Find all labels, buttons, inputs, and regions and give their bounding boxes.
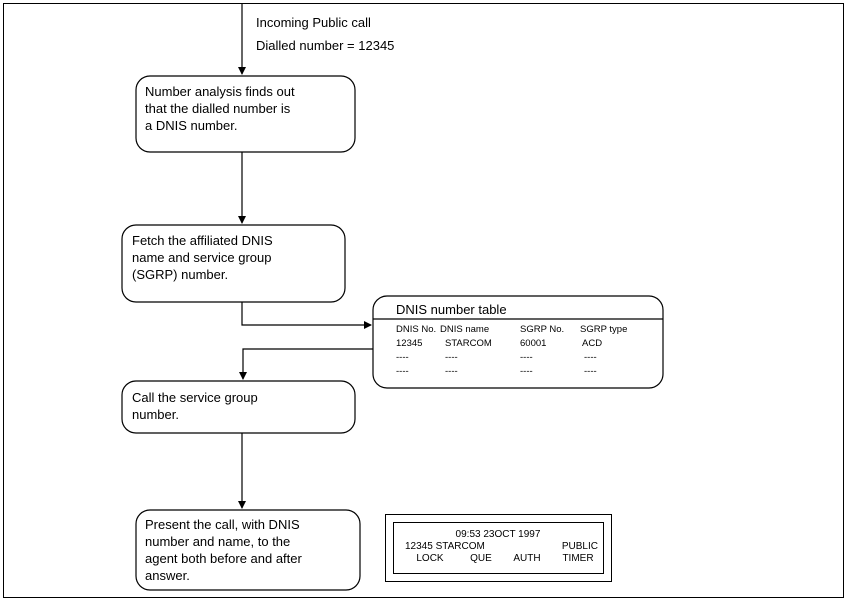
- svg-text:----: ----: [445, 352, 458, 363]
- svg-text:ACD: ACD: [582, 338, 602, 349]
- display-datetime: 09:53 23OCT 1997: [456, 529, 541, 540]
- softkey-auth: AUTH: [513, 553, 540, 564]
- svg-text:----: ----: [396, 366, 409, 377]
- svg-text:number.: number.: [132, 407, 179, 422]
- svg-text:Fetch the affiliated DNIS: Fetch the affiliated DNIS: [132, 233, 273, 248]
- svg-text:agent both before and after: agent both before and after: [145, 551, 303, 566]
- display-call-type: PUBLIC: [562, 541, 598, 552]
- incoming-line2: Dialled number = 12345: [256, 38, 394, 53]
- svg-text:DNIS No.: DNIS No.: [396, 324, 436, 335]
- softkey-lock: LOCK: [416, 553, 444, 564]
- table-row: ---- ---- ---- ----: [396, 366, 597, 377]
- svg-text:number and name, to the: number and name, to the: [145, 534, 290, 549]
- svg-text:SGRP type: SGRP type: [580, 324, 627, 335]
- svg-text:Number analysis finds out: Number analysis finds out: [145, 84, 295, 99]
- svg-text:that the dialled number is: that the dialled number is: [145, 101, 291, 116]
- table-row: 12345 STARCOM 60001 ACD: [396, 338, 602, 349]
- table-title: DNIS number table: [396, 302, 507, 317]
- softkey-timer: TIMER: [562, 553, 593, 564]
- svg-text:----: ----: [445, 366, 458, 377]
- arrow-to-table: [241, 302, 372, 329]
- svg-text:DNIS name: DNIS name: [440, 324, 489, 335]
- step-number-analysis: Number analysis finds out that the diall…: [135, 75, 356, 153]
- svg-text:12345: 12345: [396, 338, 422, 349]
- svg-text:60001: 60001: [520, 338, 546, 349]
- svg-text:----: ----: [520, 352, 533, 363]
- svg-text:SGRP No.: SGRP No.: [520, 324, 564, 335]
- dnis-number-table: DNIS number table DNIS No. DNIS name SGR…: [372, 295, 664, 389]
- svg-text:----: ----: [584, 366, 597, 377]
- step-call-service-group: Call the service group number.: [121, 380, 356, 434]
- frame: [3, 3, 844, 598]
- incoming-line1: Incoming Public call: [256, 15, 371, 30]
- svg-text:----: ----: [584, 352, 597, 363]
- svg-text:Present the call, with DNIS: Present the call, with DNIS: [145, 517, 300, 532]
- svg-text:STARCOM: STARCOM: [445, 338, 492, 349]
- table-header: DNIS No. DNIS name SGRP No. SGRP type: [396, 324, 627, 335]
- table-row: ---- ---- ---- ----: [396, 352, 597, 363]
- arrow-from-table: [239, 348, 373, 380]
- display-number-name: 12345 STARCOM: [405, 541, 485, 552]
- svg-text:name and service group: name and service group: [132, 250, 271, 265]
- softkey-que: QUE: [470, 553, 492, 564]
- phone-display: 09:53 23OCT 1997 12345 STARCOM PUBLIC LO…: [385, 514, 612, 582]
- svg-text:answer.: answer.: [145, 568, 190, 583]
- step-fetch-dnis: Fetch the affiliated DNIS name and servi…: [121, 224, 346, 303]
- svg-text:Call the service group: Call the service group: [132, 390, 258, 405]
- svg-text:----: ----: [520, 366, 533, 377]
- step-present-call: Present the call, with DNIS number and n…: [135, 509, 361, 591]
- svg-text:a DNIS number.: a DNIS number.: [145, 118, 238, 133]
- svg-text:----: ----: [396, 352, 409, 363]
- svg-text:(SGRP) number.: (SGRP) number.: [132, 267, 228, 282]
